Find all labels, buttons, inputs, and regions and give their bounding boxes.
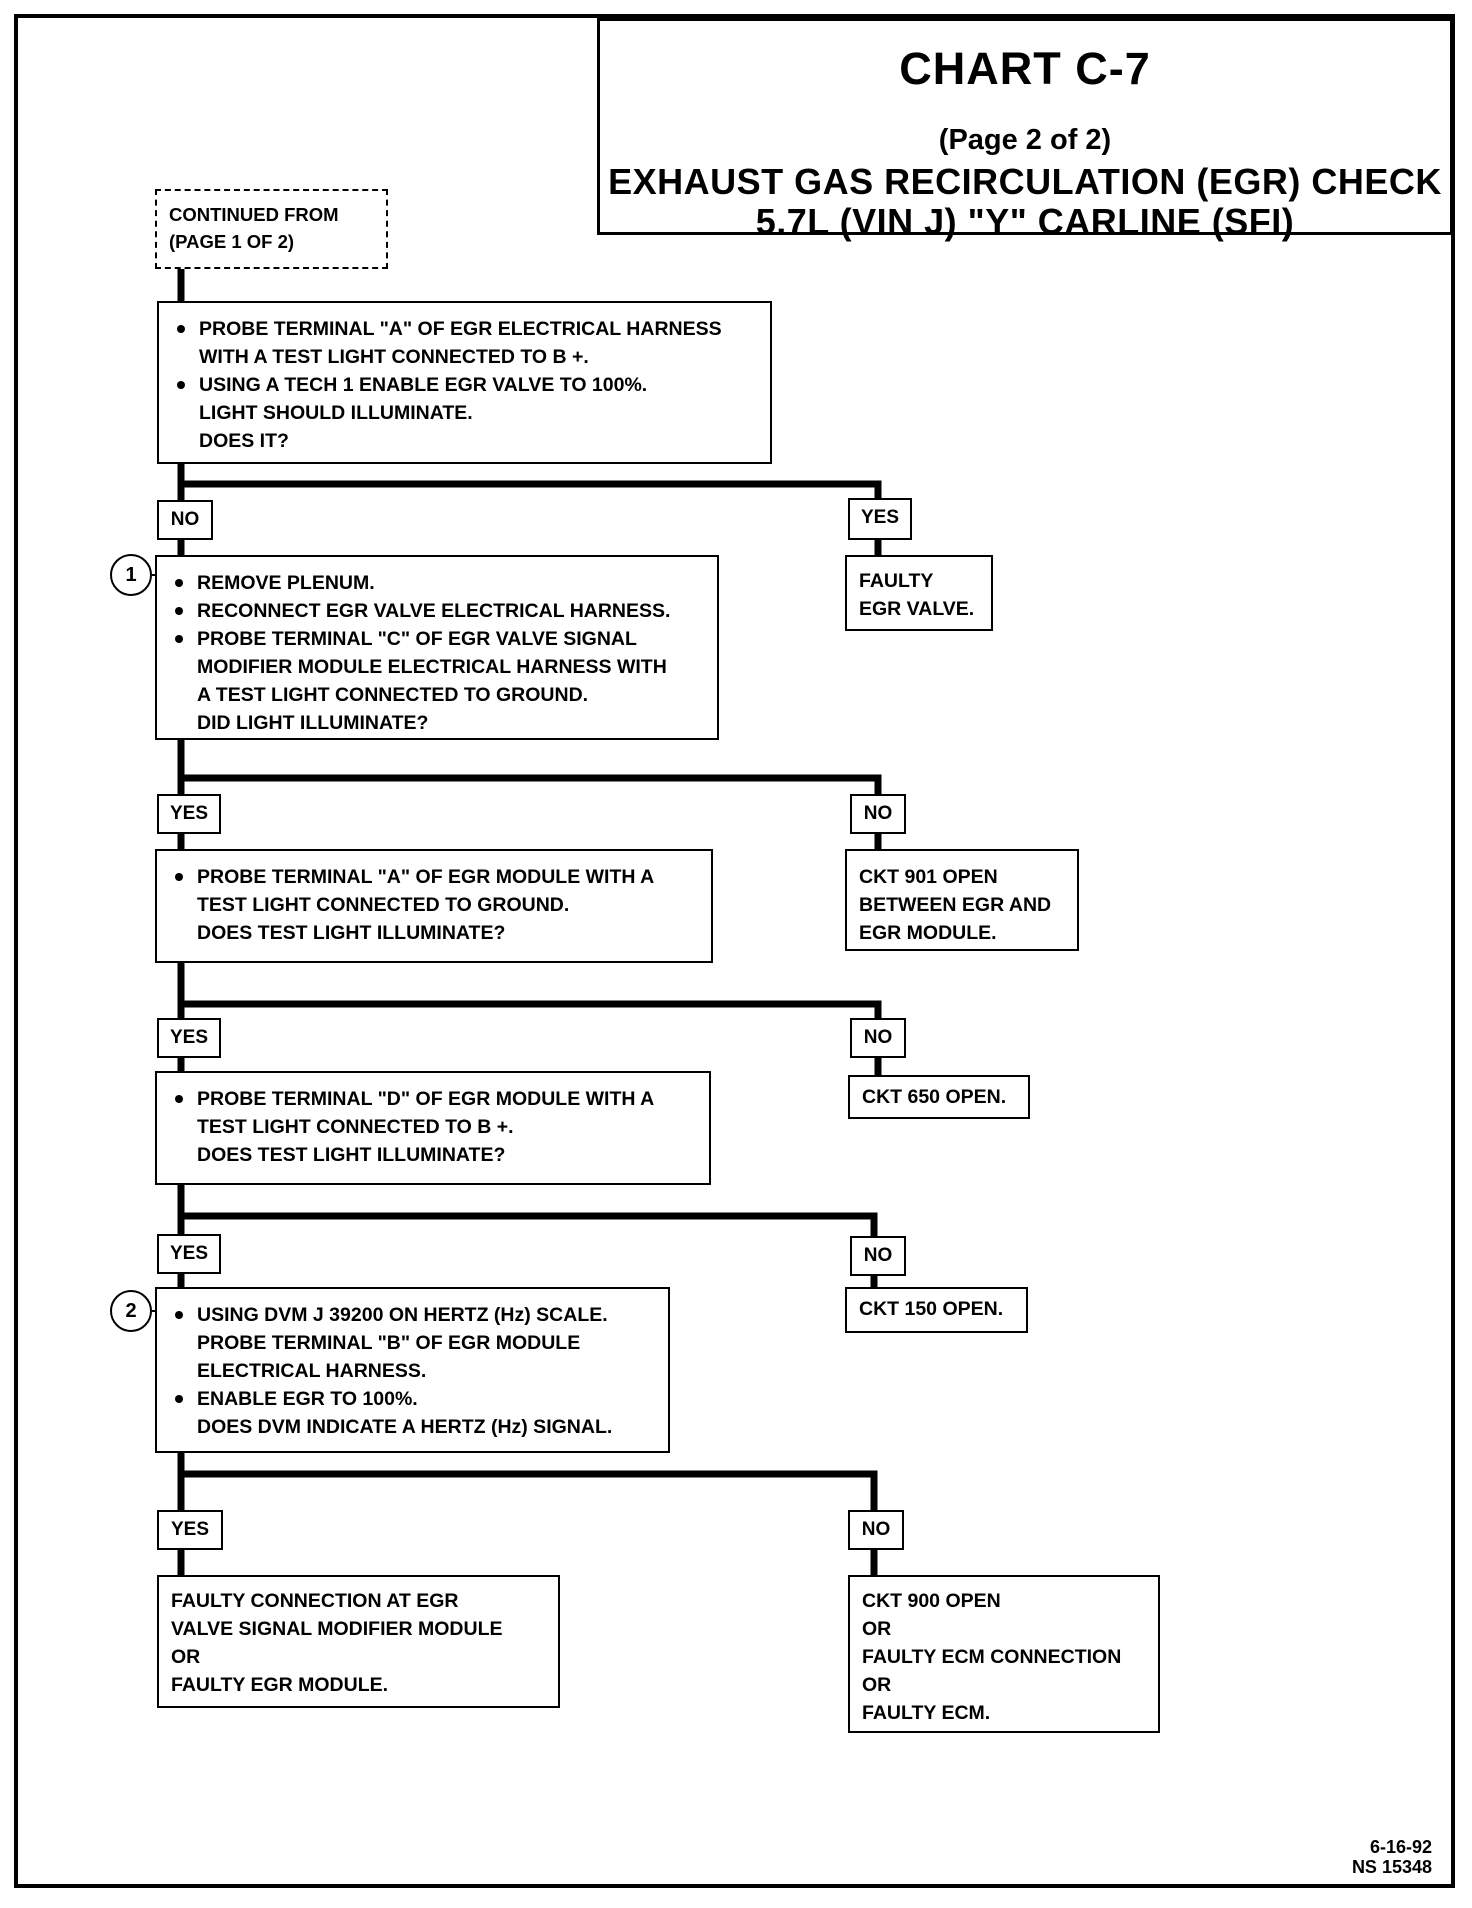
continued-from-box: CONTINUED FROM (PAGE 1 OF 2) [155, 189, 388, 269]
step1-bullet-2: USING A TECH 1 ENABLE EGR VALVE TO 100%. [167, 371, 770, 399]
step1-yes-result: FAULTY EGR VALVE. [845, 555, 993, 631]
step1-box: PROBE TERMINAL "A" OF EGR ELECTRICAL HAR… [157, 301, 772, 464]
connector [177, 736, 882, 796]
connector [177, 460, 882, 502]
step2-no-label: NO [850, 794, 906, 834]
connector [177, 958, 882, 1022]
step2-box: REMOVE PLENUM. RECONNECT EGR VALVE ELECT… [155, 555, 719, 740]
connector [177, 1180, 878, 1240]
chart-page-indicator: (Page 2 of 2) [938, 124, 1112, 156]
continued-line-1: CONTINUED FROM [169, 204, 339, 225]
chart-subtitle-1: EXHAUST GAS RECIRCULATION (EGR) CHECK [608, 161, 1442, 202]
step4-yes-label: YES [157, 1234, 221, 1274]
step2-question: DID LIGHT ILLUMINATE? [197, 712, 429, 734]
footer-code: NS 15348 [1351, 1857, 1432, 1877]
chart-subtitle-2: 5.7L (VIN J) "Y" CARLINE (SFI) [755, 201, 1295, 242]
final-no-result: CKT 900 OPEN OR FAULTY ECM CONNECTION OR… [848, 1575, 1160, 1733]
step2-yes-label: YES [157, 794, 221, 834]
step1-question: DOES IT? [199, 430, 289, 452]
step5-question: DOES DVM INDICATE A HERTZ (Hz) SIGNAL. [197, 1416, 613, 1438]
step2-bullet-3: PROBE TERMINAL "C" OF EGR VALVE SIGNAL M… [165, 625, 717, 709]
step3-yes-label: YES [157, 1018, 221, 1058]
step3-box: PROBE TERMINAL "A" OF EGR MODULE WITH A … [155, 849, 713, 963]
connector [177, 1448, 878, 1514]
step5-bullet-1: USING DVM J 39200 ON HERTZ (Hz) SCALE. P… [165, 1301, 668, 1385]
callout-1: 1 [110, 554, 152, 596]
step2-bullet-1: REMOVE PLENUM. [165, 569, 717, 597]
step1-bullet-1: PROBE TERMINAL "A" OF EGR ELECTRICAL HAR… [167, 315, 770, 371]
step2-bullet-2: RECONNECT EGR VALVE ELECTRICAL HARNESS. [165, 597, 717, 625]
step4-question: DOES TEST LIGHT ILLUMINATE? [197, 1144, 506, 1166]
step4-no-label: NO [850, 1236, 906, 1276]
step4-box: PROBE TERMINAL "D" OF EGR MODULE WITH A … [155, 1071, 711, 1185]
step5-yes-label: YES [157, 1510, 223, 1550]
step5-no-label: NO [848, 1510, 904, 1550]
step3-no-result: CKT 650 OPEN. [848, 1075, 1030, 1119]
step3-bullet-1: PROBE TERMINAL "A" OF EGR MODULE WITH A … [165, 863, 711, 919]
step4-no-result: CKT 150 OPEN. [845, 1287, 1028, 1333]
step3-no-label: NO [850, 1018, 906, 1058]
step3-question: DOES TEST LIGHT ILLUMINATE? [197, 922, 506, 944]
chart-title-box: CHART C-7 (Page 2 of 2) EXHAUST GAS RECI… [597, 18, 1453, 242]
step4-bullet-1: PROBE TERMINAL "D" OF EGR MODULE WITH A … [165, 1085, 709, 1141]
step1-yes-label: YES [848, 498, 912, 540]
page-border [14, 14, 1455, 1888]
footer-date: 6-16-92 [1369, 1837, 1432, 1857]
step1-note: LIGHT SHOULD ILLUMINATE. [199, 402, 473, 424]
step2-no-result: CKT 901 OPEN BETWEEN EGR AND EGR MODULE. [845, 849, 1079, 951]
step5-box: USING DVM J 39200 ON HERTZ (Hz) SCALE. P… [155, 1287, 670, 1453]
document-footer: 6-16-92 NS 15348 [1352, 1837, 1432, 1877]
final-yes-result: FAULTY CONNECTION AT EGR VALVE SIGNAL MO… [157, 1575, 560, 1708]
step5-bullet-2: ENABLE EGR TO 100%. [165, 1385, 668, 1413]
step1-no-label: NO [157, 500, 213, 540]
callout-2: 2 [110, 1290, 152, 1332]
continued-line-2: (PAGE 1 OF 2) [169, 231, 295, 252]
chart-title: CHART C-7 [899, 43, 1151, 94]
